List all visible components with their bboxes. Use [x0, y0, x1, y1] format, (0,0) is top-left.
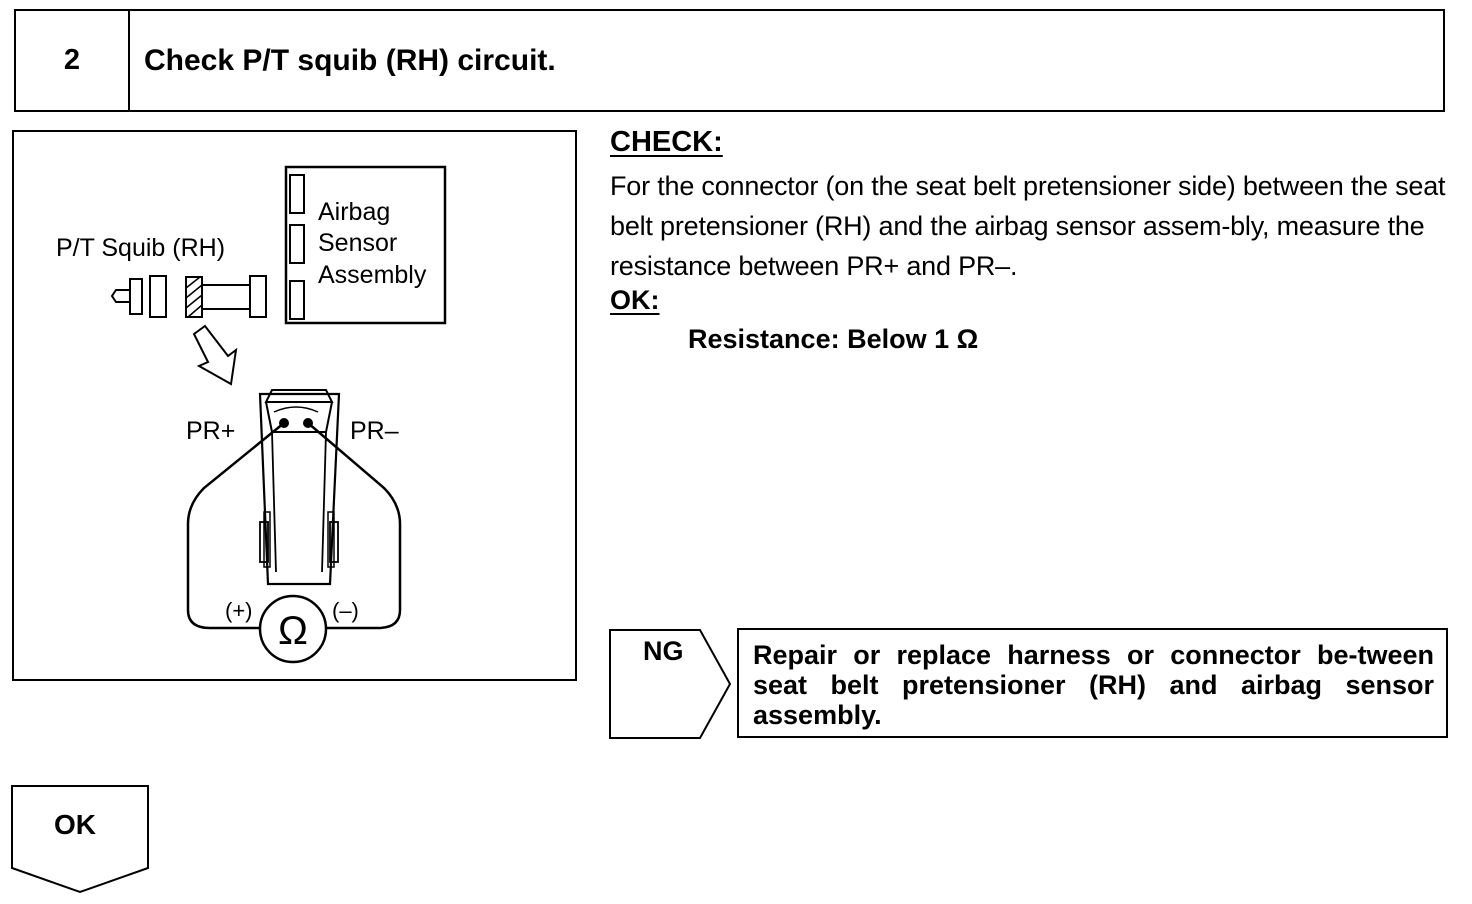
plus-sign: (+) [225, 598, 253, 623]
ohmmeter [258, 594, 328, 664]
ng-action-box: Repair or replace harness or connector b… [737, 628, 1448, 738]
sensor-label-1: Airbag [318, 198, 390, 226]
minus-sign: (–) [332, 598, 359, 623]
squib-plug [110, 289, 130, 303]
ok-heading: OK: [610, 285, 660, 315]
step-header: 2 Check P/T squib (RH) circuit. [14, 9, 1445, 112]
ok-label: OK [54, 809, 96, 840]
check-heading: CHECK: [610, 126, 723, 158]
pr-plus-label: PR+ [186, 417, 235, 445]
squib-label: P/T Squib (RH) [56, 234, 225, 262]
ng-arrow-shape [609, 629, 732, 739]
wiring-diagram: Airbag Sensor Assembly P/T Squib (RH) [56, 165, 447, 664]
ok-arrow-shape [11, 785, 149, 894]
ohm-symbol: Ω [278, 609, 308, 653]
sensor-assembly-box [284, 165, 447, 325]
circuit-illustration: Airbag Sensor Assembly P/T Squib (RH) [12, 130, 577, 681]
check-instructions: For the connector (on the seat belt pret… [610, 171, 1446, 281]
connector-body [258, 392, 341, 586]
step-title: Check P/T squib (RH) circuit. [144, 43, 556, 77]
step-number: 2 [16, 11, 130, 110]
ng-label: NG [643, 636, 684, 666]
sensor-pin-3 [289, 280, 305, 320]
sensor-label-3: Assembly [318, 261, 427, 289]
direction-arrow [192, 324, 238, 386]
lead-plus [186, 422, 285, 630]
sensor-label-2: Sensor [318, 229, 397, 257]
pr-minus-label: PR– [350, 417, 399, 445]
hatched-connector [185, 276, 203, 318]
resistance-spec: Resistance: Below 1 Ω [688, 324, 979, 354]
sensor-pin-1 [289, 174, 305, 214]
sensor-pin-2 [289, 224, 305, 264]
lead-minus [307, 422, 402, 630]
